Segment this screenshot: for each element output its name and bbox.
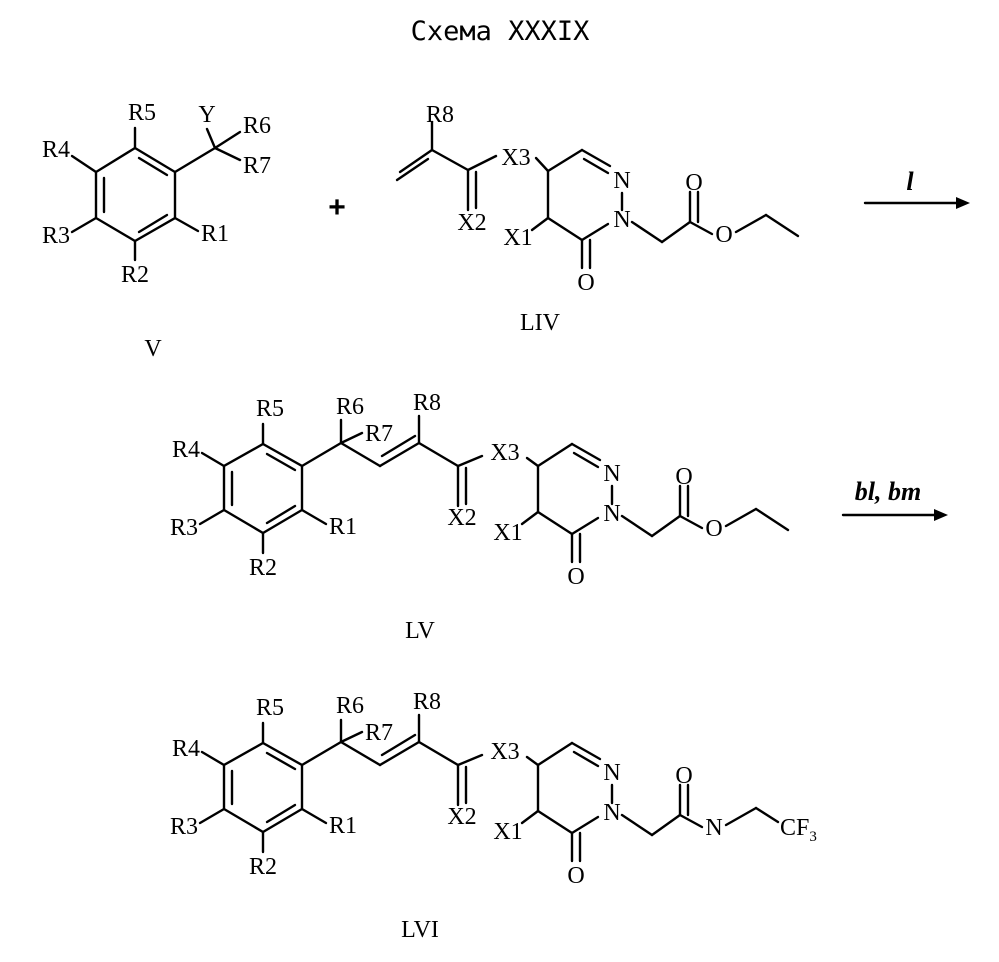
atom-x2: X2 <box>457 210 486 236</box>
atom-x3: X3 <box>490 440 519 466</box>
atom-r8: R8 <box>426 102 454 128</box>
atom-r1: R1 <box>329 514 357 540</box>
atom-r3: R3 <box>170 515 198 541</box>
atom-r8: R8 <box>413 390 441 416</box>
atom-r3: R3 <box>42 223 70 249</box>
atom-n1: N <box>603 760 620 786</box>
atom-r6: R6 <box>243 113 271 139</box>
atom-r2: R2 <box>249 555 277 581</box>
atom-n2: N <box>603 501 620 527</box>
atom-r7: R7 <box>365 720 393 746</box>
atom-n2: N <box>603 800 620 826</box>
reaction-arrow-1 <box>865 197 970 209</box>
plus-sign: + <box>328 191 346 224</box>
atom-r4: R4 <box>42 137 70 163</box>
atom-n2: N <box>613 207 630 233</box>
atom-r5: R5 <box>256 695 284 721</box>
atom-cf: CF <box>780 815 809 841</box>
atom-x1: X1 <box>503 225 532 251</box>
atom-o-carbonyl: O <box>577 270 594 296</box>
atom-y: Y <box>198 102 215 128</box>
atom-o-ester: O <box>685 170 702 196</box>
atom-r4: R4 <box>172 437 200 463</box>
atom-r1: R1 <box>201 221 229 247</box>
reagent-step-2: bl, bm <box>855 477 921 506</box>
atom-x3: X3 <box>490 739 519 765</box>
atom-x3: X3 <box>501 145 530 171</box>
reagent-step-1: l <box>906 167 914 196</box>
atom-n-amide: N <box>705 815 722 841</box>
atom-r5: R5 <box>128 100 156 126</box>
scheme-title: Схема XXXIX <box>411 16 590 47</box>
atom-o-carbonyl: O <box>567 863 584 889</box>
atom-x2: X2 <box>447 505 476 531</box>
atom-r7: R7 <box>365 421 393 447</box>
atom-o-ester: O <box>675 464 692 490</box>
atom-r7: R7 <box>243 153 271 179</box>
atom-o-amide: O <box>675 763 692 789</box>
atom-n1: N <box>603 461 620 487</box>
compound-label-v: V <box>144 336 162 362</box>
atom-o-carbonyl: O <box>567 564 584 590</box>
atom-r8: R8 <box>413 689 441 715</box>
atom-r2: R2 <box>249 854 277 880</box>
atom-x2: X2 <box>447 804 476 830</box>
compound-label-lvi: LVI <box>401 917 439 943</box>
atom-r6: R6 <box>336 394 364 420</box>
atom-x1: X1 <box>493 520 522 546</box>
compound-liv-structure <box>397 122 798 268</box>
reaction-arrow-2 <box>843 509 948 521</box>
compound-label-lv: LV <box>405 618 435 644</box>
compound-label-liv: LIV <box>520 310 561 336</box>
atom-n1: N <box>613 168 630 194</box>
atom-o-ether: O <box>705 516 722 542</box>
atom-r2: R2 <box>121 262 149 288</box>
atom-r1: R1 <box>329 813 357 839</box>
atom-cf3: CF3 <box>780 815 817 845</box>
atom-r4: R4 <box>172 736 200 762</box>
atom-f-subscript: 3 <box>809 829 817 845</box>
atom-o-ether: O <box>715 222 732 248</box>
atom-r5: R5 <box>256 396 284 422</box>
atom-x1: X1 <box>493 819 522 845</box>
atom-r6: R6 <box>336 693 364 719</box>
atom-r3: R3 <box>170 814 198 840</box>
